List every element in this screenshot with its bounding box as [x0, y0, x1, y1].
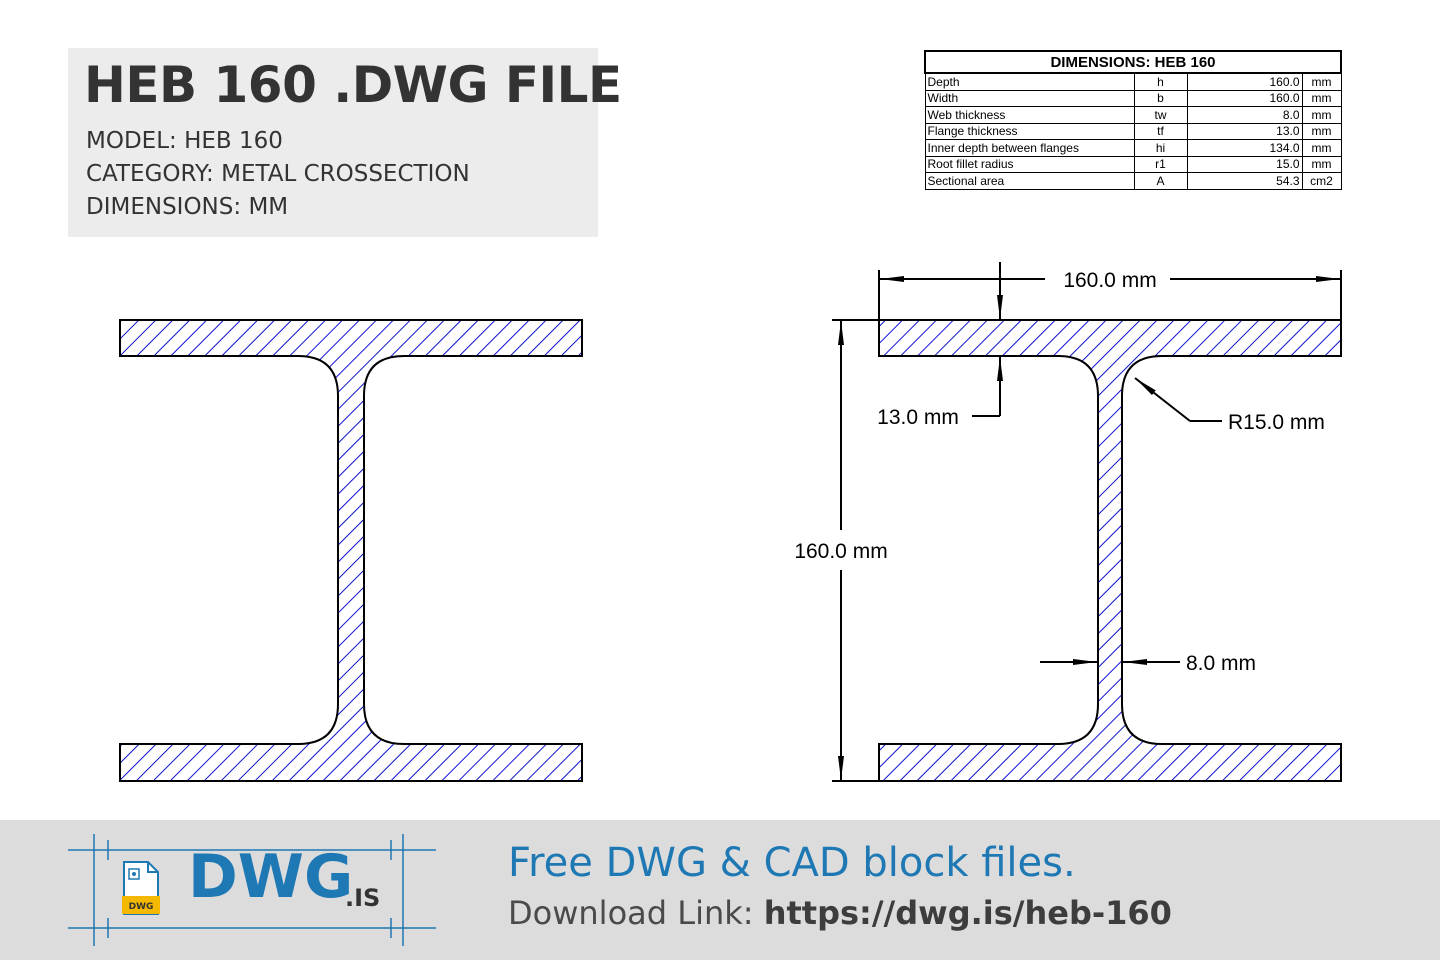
row-unit: mm: [1301, 89, 1342, 107]
row-symbol: h: [1133, 72, 1188, 91]
dimensions-line: DIMENSIONS: MM: [86, 194, 288, 220]
download-link[interactable]: https://dwg.is/heb-160: [763, 894, 1172, 932]
row-label: Root fillet radius: [924, 155, 1135, 173]
row-value: 160.0: [1186, 72, 1303, 91]
download-label: Download Link:: [508, 894, 754, 932]
flange-dimension: [972, 262, 1003, 417]
depth-dimension: [832, 319, 879, 782]
model-line: MODEL: HEB 160: [86, 128, 283, 154]
width-dimension: [878, 270, 1342, 320]
depth-label: 160.0 mm: [794, 540, 887, 563]
row-unit: mm: [1301, 72, 1342, 91]
row-unit: cm2: [1301, 172, 1342, 190]
category-line: CATEGORY: METAL CROSSECTION: [86, 161, 470, 187]
footer-banner: DWG DWG .IS Free DWG & CAD block files. …: [0, 820, 1440, 960]
category-value: METAL CROSSECTION: [221, 161, 470, 187]
width-label: 160.0 mm: [1063, 269, 1156, 292]
logo-badge: DWG: [129, 902, 154, 912]
ibeam-section-right: [878, 319, 1342, 782]
radius-leader: [1134, 377, 1222, 422]
table-title: DIMENSIONS: HEB 160: [924, 50, 1342, 74]
logo-frame: DWG: [68, 834, 436, 946]
ibeam-section-left: [119, 319, 583, 782]
title-panel: HEB 160 .DWG FILE MODEL: HEB 160 CATEGOR…: [68, 48, 622, 237]
radius-label: R15.0 mm: [1228, 411, 1325, 434]
download-line: Download Link: https://dwg.is/heb-160: [508, 894, 1172, 932]
category-label: CATEGORY:: [86, 161, 214, 187]
flange-label: 13.0 mm: [877, 406, 959, 429]
row-label: Sectional area: [924, 172, 1135, 190]
row-unit: mm: [1301, 139, 1342, 157]
file-icon: DWG: [122, 861, 160, 915]
web-label: 8.0 mm: [1186, 652, 1256, 675]
page-title: HEB 160 .DWG FILE: [84, 56, 622, 114]
dimensions-label: DIMENSIONS:: [86, 194, 242, 220]
row-value: 54.3: [1186, 172, 1303, 190]
model-label: MODEL:: [86, 128, 177, 154]
logo-suffix: .IS: [345, 884, 381, 912]
row-unit: mm: [1301, 122, 1342, 140]
tagline: Free DWG & CAD block files.: [508, 840, 1076, 886]
row-unit: mm: [1301, 106, 1342, 124]
model-value: HEB 160: [184, 128, 283, 154]
logo-main: DWG: [188, 842, 354, 912]
dimensions-value: MM: [248, 194, 289, 220]
drawing-canvas: 160.0 mm 13.0 mm 160.0 mm R15.0 mm 8.0 m…: [119, 262, 1342, 782]
